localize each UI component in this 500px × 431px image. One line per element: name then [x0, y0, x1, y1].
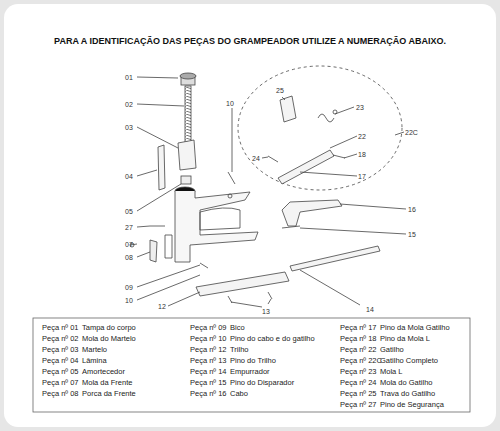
callout-number: 14: [366, 305, 374, 314]
table-cell: Peça nº 12: [190, 345, 227, 354]
table-cell: Peça nº 27: [340, 400, 377, 409]
table-cell: Peça nº 17: [340, 323, 377, 332]
table-cell: Empurrador: [230, 367, 270, 376]
callout-number: 08: [125, 253, 133, 262]
callout-number: 15: [408, 230, 416, 239]
callout-number: 16: [408, 205, 416, 214]
table-cell: Pino do cabo e do gatilho: [230, 334, 315, 343]
table-cell: Peça nº 09: [190, 323, 227, 332]
table-cell: Peça nº 07: [42, 378, 79, 387]
callout-number: 22: [358, 132, 366, 141]
callout-number: 25: [276, 86, 284, 95]
table-cell: Peça nº 24: [340, 378, 377, 387]
table-cell: Pino da Mola L: [380, 334, 430, 343]
table-cell: Trilho: [230, 345, 248, 354]
table-cell: Peça nº 18: [340, 334, 377, 343]
table-cell: Peça nº 02: [42, 334, 79, 343]
callout-number: 07: [125, 240, 133, 249]
callout-number: 03: [125, 123, 133, 132]
table-cell: Mola do Martelo: [82, 334, 136, 343]
callout-number: 02: [125, 100, 133, 109]
table-cell: Peça nº 10: [190, 334, 227, 343]
callout-number: 27: [125, 223, 133, 232]
table-cell: Pino do Disparador: [230, 378, 294, 387]
callout-number: 23: [356, 103, 364, 112]
callout-number: 04: [125, 172, 133, 181]
callout-number: 13: [262, 307, 270, 316]
callout-number: 01: [125, 73, 133, 82]
table-cell: Lâmina: [82, 356, 107, 365]
table-cell: Pino de Segurança: [380, 400, 444, 409]
table-cell: Gatilho Completo: [380, 356, 438, 365]
table-cell: Amortecedor: [82, 367, 125, 376]
table-cell: Mola do Gatilho: [380, 378, 433, 387]
callout-number: 24: [252, 154, 260, 163]
table-cell: Peça nº 15: [190, 378, 227, 387]
table-cell: Peça nº 16: [190, 389, 227, 398]
table-cell: Peça nº 22: [340, 345, 377, 354]
table-cell: Martelo: [82, 345, 107, 354]
callout-number: 12: [158, 302, 166, 311]
table-cell: Gatilho: [380, 345, 404, 354]
callout-number: 18: [358, 150, 366, 159]
table-cell: Peça nº 03: [42, 345, 79, 354]
table-cell: Cabo: [230, 389, 248, 398]
table-cell: Peça nº 04: [42, 356, 79, 365]
table-cell: Peça nº 23: [340, 367, 377, 376]
table-cell: Porca da Frente: [82, 389, 136, 398]
callout-number: 17: [358, 172, 366, 181]
table-cell: Peça nº 14: [190, 367, 227, 376]
table-cell: Peça nº 22C: [340, 356, 382, 365]
table-cell: Peça nº 08: [42, 389, 79, 398]
title: PARA A IDENTIFICAÇÃO DAS PEÇAS DO GRAMPE…: [0, 36, 500, 46]
callout-number: 09: [125, 283, 133, 292]
table-cell: Mola L: [380, 367, 403, 376]
table-cell: Mola da Frente: [82, 378, 132, 387]
table-cell: Bico: [230, 323, 245, 332]
table-cell: Pino do Trilho: [230, 356, 276, 365]
callout-number: 10: [226, 99, 234, 108]
callout-number: 22C: [405, 128, 418, 137]
table-cell: Pino da Mola Gatilho: [380, 323, 450, 332]
callout-number: 10: [125, 296, 133, 305]
table-cell: Peça nº 25: [340, 389, 377, 398]
table-cell: Peça nº 01: [42, 323, 79, 332]
callout-number: 05: [125, 207, 133, 216]
table-cell: Trava do Gatilho: [380, 389, 435, 398]
table-cell: Peça nº 13: [190, 356, 227, 365]
table-cell: Peça nº 05: [42, 367, 79, 376]
table-cell: Tampa do corpo: [82, 323, 136, 332]
